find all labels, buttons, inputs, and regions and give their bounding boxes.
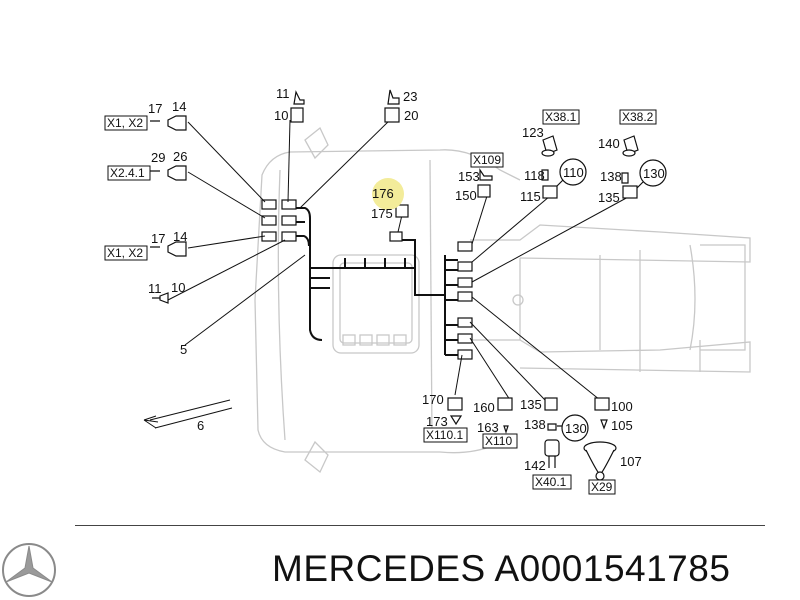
label-135b: 135 bbox=[520, 397, 542, 412]
label-170: 170 bbox=[422, 392, 444, 407]
box-x2-4-1: X2.4.1 bbox=[110, 166, 145, 180]
footer-divider bbox=[75, 525, 765, 526]
connector-icons bbox=[150, 89, 638, 434]
box-x29: X29 bbox=[591, 480, 613, 494]
part-labels: 11 10 23 20 17 14 29 26 17 14 11 10 5 6 … bbox=[148, 86, 665, 473]
label-29: 29 bbox=[151, 150, 165, 165]
label-23: 23 bbox=[403, 89, 417, 104]
label-17a: 17 bbox=[148, 101, 162, 116]
connector-blocks bbox=[261, 199, 473, 360]
footer-title: MERCEDES A0001541785 bbox=[272, 548, 730, 590]
label-107: 107 bbox=[620, 454, 642, 469]
label-11a: 11 bbox=[276, 86, 290, 101]
box-x1-x2-bottom: X1, X2 bbox=[107, 246, 143, 260]
label-160: 160 bbox=[473, 400, 495, 415]
label-130a: 130 bbox=[643, 166, 665, 181]
box-x109: X109 bbox=[473, 153, 501, 167]
label-130b: 130 bbox=[565, 421, 587, 436]
label-5: 5 bbox=[180, 342, 187, 357]
circle-markers bbox=[556, 158, 667, 442]
box-x110-1: X110.1 bbox=[426, 428, 463, 442]
label-142: 142 bbox=[524, 458, 546, 473]
label-123: 123 bbox=[522, 125, 544, 140]
label-14b: 14 bbox=[173, 229, 187, 244]
label-135a: 135 bbox=[598, 190, 620, 205]
boxed-labels: X1, X2 X2.4.1 X1, X2 X38.1 X38.2 X109 X1… bbox=[104, 109, 657, 495]
wiring-harness bbox=[296, 207, 458, 356]
label-173: 173 bbox=[426, 414, 448, 429]
mercedes-star-icon bbox=[2, 543, 56, 597]
sensor-6-icon bbox=[143, 415, 159, 429]
label-138a: 138 bbox=[600, 169, 622, 184]
label-14a: 14 bbox=[172, 99, 186, 114]
label-138b: 138 bbox=[524, 417, 546, 432]
label-26: 26 bbox=[173, 149, 187, 164]
label-10b: 10 bbox=[171, 280, 185, 295]
label-6: 6 bbox=[197, 418, 204, 433]
label-20: 20 bbox=[404, 108, 418, 123]
box-x1-x2-top: X1, X2 bbox=[107, 116, 143, 130]
label-175: 175 bbox=[371, 206, 393, 221]
label-105: 105 bbox=[611, 418, 633, 433]
label-176: 176 bbox=[372, 186, 394, 201]
vehicle-outline bbox=[254, 126, 751, 474]
label-150: 150 bbox=[455, 188, 477, 203]
component-icons bbox=[541, 135, 639, 481]
label-100: 100 bbox=[611, 399, 633, 414]
box-x38-2: X38.2 bbox=[622, 110, 654, 124]
label-11b: 11 bbox=[148, 281, 162, 296]
label-140: 140 bbox=[598, 136, 620, 151]
brand-name: MERCEDES bbox=[272, 548, 486, 589]
highlight-176 bbox=[372, 178, 404, 210]
box-x110: X110 bbox=[485, 434, 512, 448]
box-x38-1: X38.1 bbox=[545, 110, 577, 124]
label-153: 153 bbox=[458, 169, 480, 184]
label-110a: 110 bbox=[563, 165, 584, 180]
label-118: 118 bbox=[524, 168, 545, 183]
label-10a: 10 bbox=[274, 108, 288, 123]
part-number: A0001541785 bbox=[494, 548, 731, 589]
leader-lines bbox=[149, 117, 631, 429]
label-17b: 17 bbox=[151, 231, 165, 246]
box-x40-1: X40.1 bbox=[535, 475, 567, 489]
label-163: 163 bbox=[477, 420, 499, 435]
label-115: 115 bbox=[520, 189, 541, 204]
